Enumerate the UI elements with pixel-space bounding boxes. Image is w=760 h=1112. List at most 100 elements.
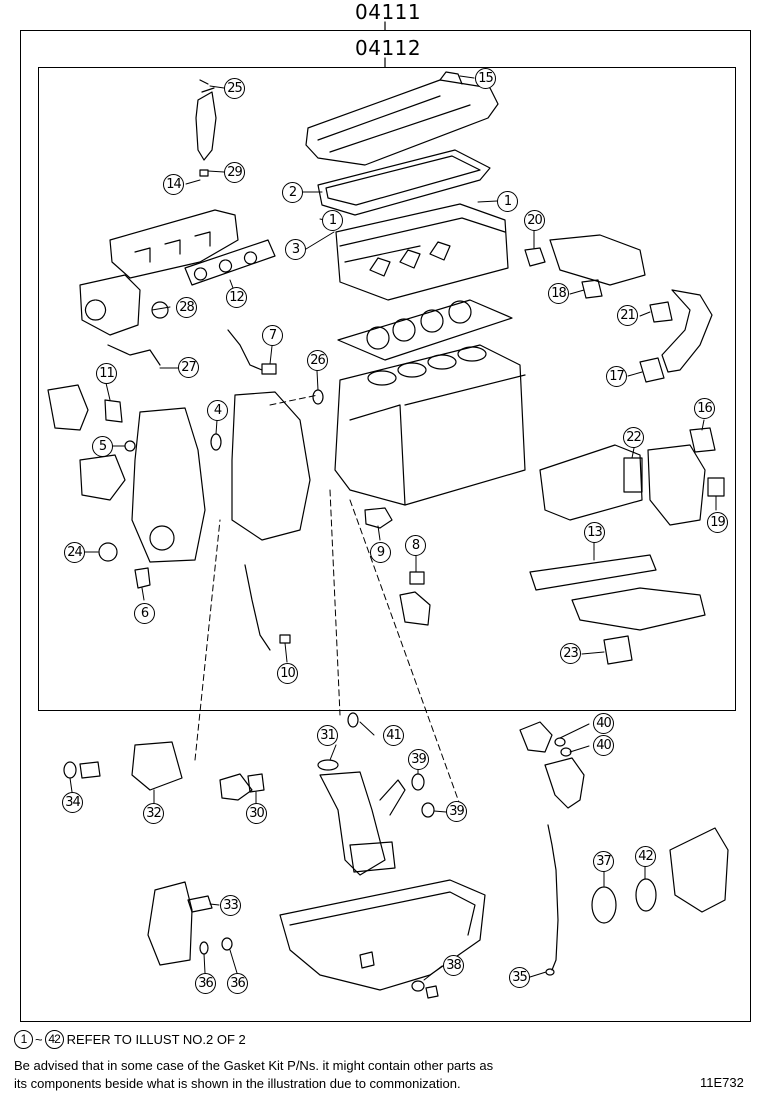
kit-number-inner: 04112 bbox=[355, 36, 422, 60]
o-ring-34 bbox=[63, 761, 77, 779]
callout-40b: 40 bbox=[593, 735, 614, 756]
o-ring-31 bbox=[317, 759, 339, 771]
inner-kit-frame bbox=[38, 67, 736, 711]
callout-14: 14 bbox=[163, 174, 184, 195]
callout-12: 12 bbox=[226, 287, 247, 308]
gasket-16 bbox=[689, 427, 716, 453]
egr-cooler bbox=[539, 444, 643, 521]
callout-37: 37 bbox=[593, 851, 614, 872]
callout-28: 28 bbox=[176, 297, 197, 318]
advice-line-2: its components beside what is shown in t… bbox=[14, 1076, 461, 1091]
callout-31: 31 bbox=[317, 725, 338, 746]
egr-pipe bbox=[549, 234, 646, 286]
callout-35: 35 bbox=[509, 967, 530, 988]
gasket-9 bbox=[364, 507, 393, 529]
thermostat-housing bbox=[519, 721, 553, 753]
callout-18: 18 bbox=[548, 283, 569, 304]
callout-38: 38 bbox=[443, 955, 464, 976]
injector bbox=[195, 79, 217, 177]
exhaust-manifold-gasket bbox=[184, 239, 276, 286]
callout-27: 27 bbox=[178, 357, 199, 378]
leader-lines bbox=[194, 394, 461, 806]
callout-15: 15 bbox=[475, 68, 496, 89]
egr-tube bbox=[661, 289, 713, 373]
water-bypass-pipe bbox=[399, 591, 431, 626]
o-ring-5 bbox=[124, 440, 136, 452]
drain-plug bbox=[425, 985, 439, 999]
callout-41: 41 bbox=[383, 725, 404, 746]
callout-26: 26 bbox=[307, 350, 328, 371]
water-outlet bbox=[47, 384, 89, 431]
callout-7: 7 bbox=[262, 325, 283, 346]
o-ring-36b bbox=[221, 937, 233, 951]
advice-line-1: Be advised that in some case of the Gask… bbox=[14, 1058, 494, 1073]
gauge-guide bbox=[244, 564, 271, 651]
oil-filter-assy bbox=[544, 757, 585, 809]
egr-valve bbox=[647, 444, 706, 526]
callout-42: 42 bbox=[635, 846, 656, 867]
oil-strainer bbox=[319, 771, 406, 876]
timing-cover-rear bbox=[231, 391, 311, 541]
gasket-7 bbox=[261, 363, 277, 375]
plug-34 bbox=[79, 761, 101, 779]
gasket-20 bbox=[524, 247, 546, 267]
oil-seal-24 bbox=[98, 542, 118, 562]
o-ring-4 bbox=[210, 433, 222, 451]
gasket-32 bbox=[131, 741, 183, 791]
callout-33: 33 bbox=[220, 895, 241, 916]
callout-8: 8 bbox=[405, 535, 426, 556]
gasket-21 bbox=[649, 301, 673, 323]
callout-23: 23 bbox=[560, 643, 581, 664]
callout-1a: 1 bbox=[322, 210, 343, 231]
callout-1b: 1 bbox=[497, 191, 518, 212]
cylinder-head-cover bbox=[305, 71, 499, 166]
gasket-30 bbox=[247, 773, 265, 793]
crankshaft-seal-area bbox=[149, 525, 175, 551]
callout-21: 21 bbox=[617, 305, 638, 326]
callout-30: 30 bbox=[246, 803, 267, 824]
range-separator: ~ bbox=[35, 1032, 43, 1047]
callout-36b: 36 bbox=[227, 973, 248, 994]
callout-2: 2 bbox=[282, 182, 303, 203]
callout-22: 22 bbox=[623, 427, 644, 448]
gasket-6 bbox=[134, 567, 151, 589]
callout-36a: 36 bbox=[195, 973, 216, 994]
refer-text: REFER TO ILLUST NO.2 OF 2 bbox=[66, 1032, 246, 1047]
callout-11: 11 bbox=[96, 363, 117, 384]
intake-manifold bbox=[109, 209, 239, 279]
o-ring-39a bbox=[411, 773, 425, 791]
gasket-11 bbox=[104, 399, 123, 423]
oil-dipstick bbox=[547, 824, 559, 971]
range-start-callout: 1 bbox=[14, 1030, 33, 1049]
o-ring-36a bbox=[199, 941, 209, 955]
callout-4: 4 bbox=[207, 400, 228, 421]
head-gasket bbox=[337, 299, 513, 361]
oil-seal-37 bbox=[591, 886, 617, 924]
callout-40a: 40 bbox=[593, 713, 614, 734]
callout-29: 29 bbox=[224, 162, 245, 183]
callout-5: 5 bbox=[92, 436, 113, 457]
o-ring-41 bbox=[347, 712, 359, 728]
callout-leaders bbox=[69, 75, 717, 981]
outer-kit-frame bbox=[20, 30, 751, 1022]
head-cover-gasket bbox=[317, 149, 491, 216]
diagram-code: 11E732 bbox=[700, 1075, 744, 1090]
oil-strainer-base bbox=[349, 841, 396, 873]
bracket-pipe bbox=[107, 344, 161, 366]
drain-plug-gasket bbox=[411, 980, 425, 992]
gasket-8 bbox=[409, 571, 425, 585]
cylinder-block bbox=[334, 344, 526, 506]
callout-13: 13 bbox=[584, 522, 605, 543]
callout-39a: 39 bbox=[408, 749, 429, 770]
gasket-22 bbox=[623, 457, 643, 493]
callout-9: 9 bbox=[370, 542, 391, 563]
gasket-10 bbox=[279, 634, 291, 644]
refer-note: 1 ~ 42 REFER TO ILLUST NO.2 OF 2 bbox=[14, 1030, 246, 1049]
gasket-18 bbox=[581, 279, 603, 299]
timing-cover-front bbox=[131, 407, 206, 563]
intake-manifold-lower bbox=[571, 587, 706, 631]
gasket-19 bbox=[707, 477, 725, 497]
callout-19: 19 bbox=[707, 512, 728, 533]
callout-3: 3 bbox=[285, 239, 306, 260]
water-pipe bbox=[227, 329, 263, 371]
